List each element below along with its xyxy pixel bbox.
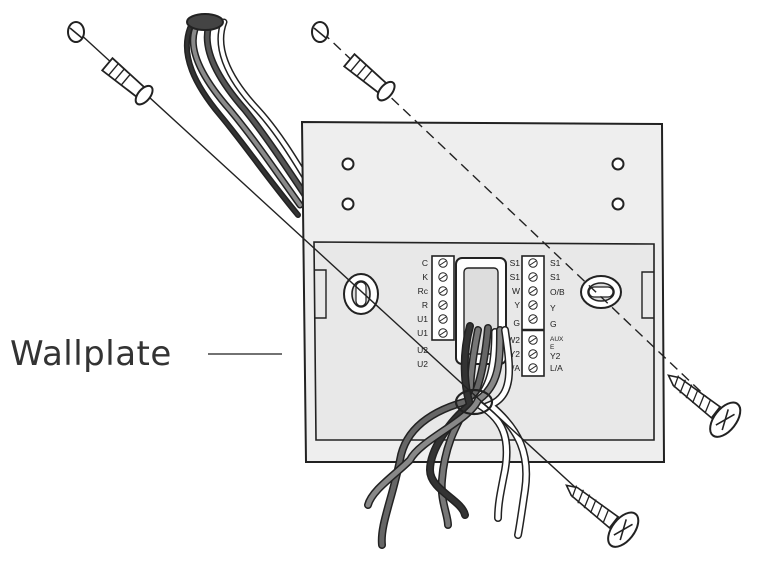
terminal-label: Rc	[418, 286, 429, 296]
terminal-label: G	[550, 319, 557, 329]
terminal-block-left	[431, 255, 455, 341]
terminal-label: U2	[417, 359, 428, 369]
terminal-screw-slot	[529, 337, 537, 343]
terminal-screw-slot	[439, 330, 447, 336]
hole-mid-right	[611, 197, 625, 211]
terminal-label: Y2	[510, 349, 521, 359]
terminal-label: S1	[510, 258, 521, 268]
alignment-lines	[77, 31, 719, 511]
terminal-block-center	[521, 255, 545, 377]
terminal-screw-slot	[529, 316, 537, 322]
terminal-label: S1	[550, 258, 561, 268]
wallplate-callout-label: Wallplate	[10, 334, 172, 374]
terminal-screw-slot	[529, 302, 537, 308]
terminal-label: S1	[550, 272, 561, 282]
terminal-screw-slot	[439, 302, 447, 308]
terminal-label: Y	[514, 300, 520, 310]
terminal-label: Y	[550, 303, 556, 313]
hole-mid-left	[341, 197, 355, 211]
anchor-left	[100, 56, 154, 106]
terminal-screw-slot	[439, 260, 447, 266]
terminal-label: C	[422, 258, 428, 268]
terminal-screw-slot	[439, 288, 447, 294]
hole-top-left	[341, 157, 355, 171]
terminal-label: W	[512, 286, 520, 296]
terminal-screw-slot	[529, 260, 537, 266]
lower-wire-bundle	[364, 322, 531, 549]
terminal-label: U1	[417, 314, 428, 324]
terminal-screw-slot	[529, 288, 537, 294]
terminal-screw-slot	[439, 316, 447, 322]
screw-right	[667, 374, 742, 438]
terminal-label: S1	[510, 272, 521, 282]
terminal-label: R	[422, 300, 428, 310]
upper-mounting-holes	[341, 157, 625, 211]
terminal-screw-slot	[439, 274, 447, 280]
terminal-label: O/B	[550, 287, 565, 297]
right-slot-hole	[580, 275, 622, 309]
anchor-right	[342, 52, 396, 102]
terminal-label: W2	[507, 335, 520, 345]
screw-bottom	[565, 484, 640, 548]
terminal-label: U2	[417, 345, 428, 355]
hole-top-right	[611, 157, 625, 171]
terminal-label: L/A	[507, 363, 520, 373]
terminal-label: AUX	[550, 336, 564, 343]
terminal-screw-slot	[529, 365, 537, 371]
upper-wire-bundle	[183, 13, 314, 218]
terminal-screw-slot	[529, 274, 537, 280]
terminal-label: U1	[417, 328, 428, 338]
terminal-label: L/A	[550, 363, 563, 373]
terminal-label: K	[422, 272, 428, 282]
terminal-screw-slot	[529, 351, 537, 357]
terminal-label: G	[513, 318, 520, 328]
terminal-label: Y2	[550, 351, 561, 361]
terminal-label: E	[550, 344, 555, 351]
